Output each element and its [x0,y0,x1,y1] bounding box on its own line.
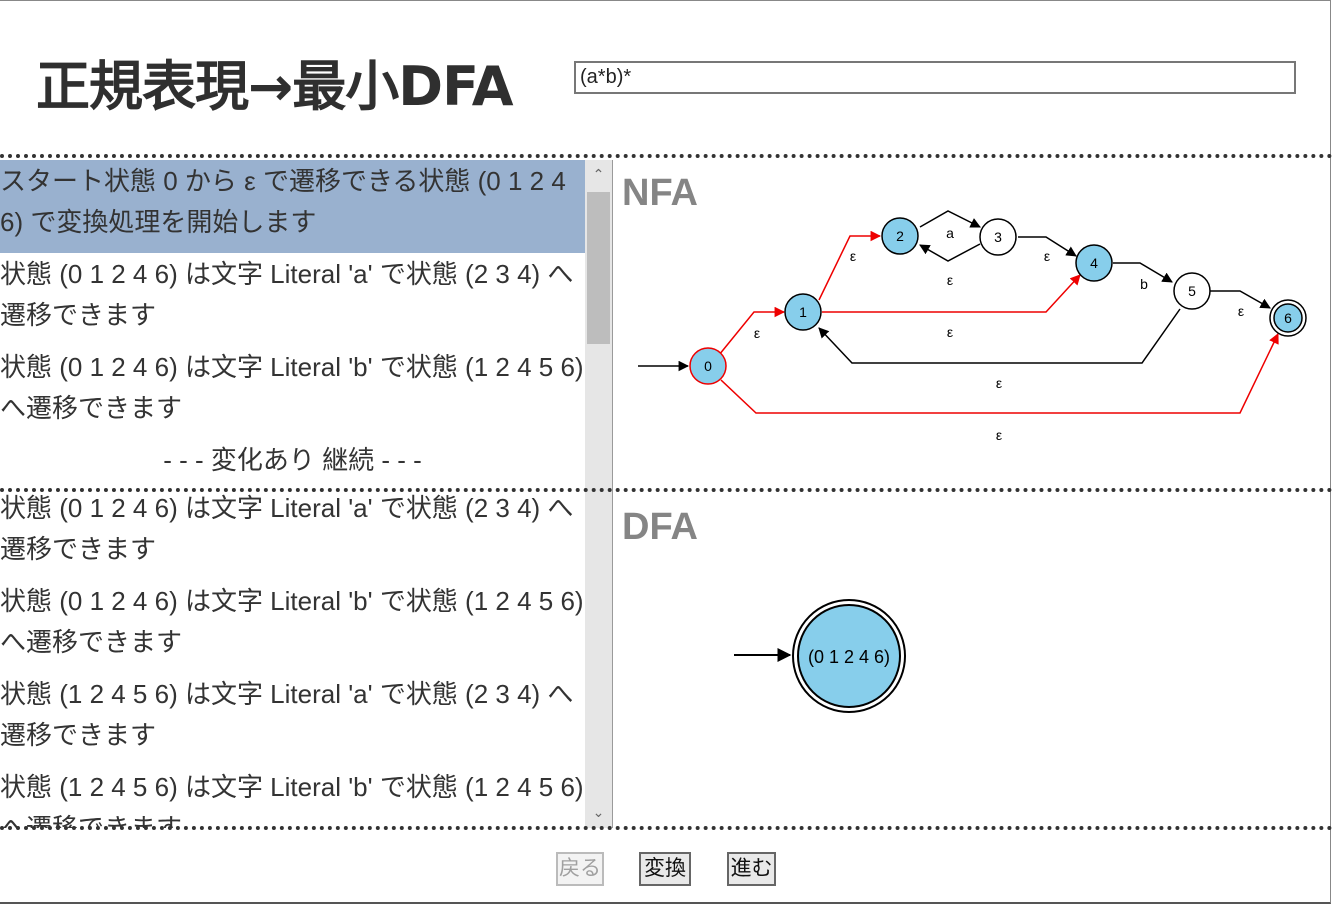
nfa-edge-0-6 [720,333,1279,414]
middle-divider [0,488,1333,492]
regex-input[interactable] [574,61,1296,94]
log-item[interactable]: 状態 (0 1 2 4 6) は文字 Literal 'a' で状態 (2 3 … [0,493,574,564]
nfa-edge-label: ε [996,427,1002,443]
nfa-edge-label: ε [947,272,953,288]
scroll-down-icon[interactable]: ⌄ [592,805,605,821]
nfa-edge-label: a [946,225,954,241]
log-divider[interactable]: - - - 変化あり 継続 - - - [163,445,422,475]
nfa-edge-0-1 [718,306,786,356]
dfa-graph: (0 1 2 4 6) [734,599,906,713]
conversion-log[interactable]: スタート状態 0 から ε で遷移できる状態 (0 1 2 4 6) で変換処理… [0,160,585,828]
top-divider [0,154,1333,158]
nfa-state-0 [689,347,727,385]
nfa-edge-label: ε [850,248,856,264]
convert-button[interactable]: 変換 [639,852,691,886]
scroll-up-icon[interactable]: ⌃ [592,167,605,183]
scroll-thumb[interactable] [587,192,610,344]
nfa-state-label: 3 [994,229,1002,245]
nfa-edge-1-4 [822,274,1081,313]
nfa-edge-5-1 [818,308,1181,364]
nfa-edge-label: ε [996,375,1002,391]
nfa-edge-label: ε [754,325,760,341]
nfa-state-6 [1273,303,1303,333]
nfa-label: NFA [622,172,698,214]
nfa-state-1 [784,293,822,331]
nfa-edge-3-2 [919,243,981,262]
page-title: 正規表現→最小DFA [36,55,514,118]
nfa-state-3 [979,218,1017,256]
back-button[interactable]: 戻る [556,852,604,886]
log-item[interactable]: 状態 (0 1 2 4 6) は文字 Literal 'a' で状態 (2 3 … [0,259,574,330]
log-scrollbar[interactable]: ⌃ ⌄ [585,160,612,828]
dfa-label: DFA [622,506,698,548]
nfa-edge-label: ε [1238,303,1244,319]
nfa-edge-label: ε [947,324,953,340]
nfa-edge-label: ε [1044,248,1050,264]
log-item[interactable]: 状態 (1 2 4 5 6) は文字 Literal 'a' で状態 (2 3 … [0,679,574,750]
nfa-state-label: 4 [1090,255,1098,271]
nfa-state-2 [881,217,919,255]
nfa-edge-5-6 [1210,290,1271,309]
next-button[interactable]: 進む [727,852,776,886]
log-item[interactable]: スタート状態 0 から ε で遷移できる状態 (0 1 2 4 6) で変換処理… [0,160,585,253]
dfa-state-0 [797,604,901,708]
log-item[interactable]: 状態 (1 2 4 5 6) は文字 Literal 'b' で状態 (1 2 … [0,772,584,828]
nfa-state-label: 6 [1284,310,1292,326]
panel-divider [612,160,613,828]
log-item[interactable]: 状態 (0 1 2 4 6) は文字 Literal 'b' で状態 (1 2 … [0,586,584,657]
dfa-state-label: (0 1 2 4 6) [808,647,890,667]
nfa-state-5 [1173,272,1211,310]
nfa-edge-1-2 [818,230,882,301]
nfa-edge-4-5-b [1113,262,1173,283]
nfa-state-label: 0 [704,358,712,374]
nfa-edge-label: b [1140,276,1148,292]
nfa-state-label: 1 [799,304,807,320]
nfa-edge-2-3-a [919,210,981,228]
nfa-graph: 0 1 2 3 4 5 6 ε ε a ε ε b ε ε ε ε [638,210,1307,443]
nfa-state-4 [1075,244,1113,282]
log-item[interactable]: 状態 (0 1 2 4 6) は文字 Literal 'b' で状態 (1 2 … [0,352,584,423]
nfa-state-label: 2 [896,228,904,244]
nfa-edge-3-4 [1018,236,1077,257]
nfa-state-label: 5 [1188,283,1196,299]
bottom-divider [0,826,1333,830]
